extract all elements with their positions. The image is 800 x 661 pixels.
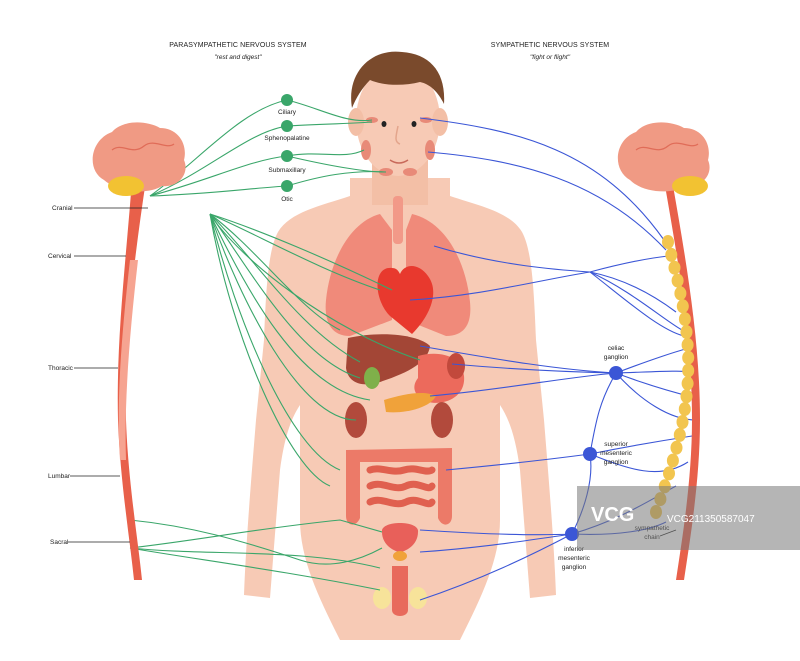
spine-label-cervical: Cervical bbox=[48, 253, 72, 260]
organs bbox=[325, 196, 471, 616]
testis-right bbox=[409, 587, 427, 609]
submaxillary-ganglion-dot bbox=[281, 150, 293, 162]
ear-right bbox=[432, 108, 448, 136]
spine-label-thoracic: Thoracic bbox=[48, 365, 74, 372]
otic-label: Otic bbox=[281, 196, 293, 203]
sympathetic-title: SYMPATHETIC NERVOUS SYSTEM bbox=[491, 42, 610, 49]
parotid-gland-right bbox=[425, 140, 435, 160]
eye-right bbox=[411, 121, 417, 127]
chain-ganglion-bead bbox=[668, 260, 681, 275]
heart bbox=[377, 266, 434, 334]
spine-label-lumbar: Lumbar bbox=[48, 473, 71, 480]
superior-mesenteric-label-line3: ganglion bbox=[604, 459, 629, 466]
chain-ganglion-bead bbox=[680, 325, 693, 339]
mouth bbox=[389, 159, 409, 164]
sphenopalatine-label: Sphenopalatine bbox=[264, 135, 310, 142]
spine-leader-lines bbox=[68, 207, 148, 543]
sympathetic-subtitle: "fight or flight" bbox=[530, 54, 571, 61]
large-intestine bbox=[346, 448, 452, 525]
inferior-mesenteric-label-line3: ganglion bbox=[562, 564, 587, 571]
left-brain bbox=[92, 122, 186, 192]
inferior-mesenteric-label-line1: inferior bbox=[564, 546, 585, 553]
right-brain-folds bbox=[635, 142, 699, 151]
left-spinal-cord-light bbox=[118, 260, 138, 460]
sympathetic-nerves bbox=[409, 117, 697, 601]
chain-ganglion-bead bbox=[681, 337, 694, 352]
chain-ganglion-bead bbox=[680, 389, 693, 404]
pancreas bbox=[384, 393, 436, 413]
eye-left bbox=[381, 121, 387, 127]
celiac-ganglion-dot bbox=[609, 366, 623, 380]
parasympathetic-title: PARASYMPATHETIC NERVOUS SYSTEM bbox=[169, 42, 307, 49]
left-cns bbox=[92, 122, 186, 580]
chain-ganglion-bead bbox=[674, 286, 687, 301]
chain-ganglion-bead bbox=[676, 299, 689, 314]
chain-ganglion-bead bbox=[676, 415, 689, 429]
chain-ganglion-bead bbox=[665, 247, 678, 262]
superior-mesenteric-ganglion-dot bbox=[583, 447, 597, 461]
chain-ganglion-bead bbox=[678, 312, 691, 327]
chain-ganglion-bead bbox=[662, 235, 674, 249]
superior-mesenteric-label-line2: mesenteric bbox=[600, 450, 633, 457]
kidney-right bbox=[431, 402, 453, 438]
spine-label-cranial: Cranial bbox=[52, 205, 73, 212]
parasympathetic-subtitle: "rest and digest" bbox=[214, 54, 262, 61]
watermark-banner: VCG VCG211350587047 bbox=[577, 486, 800, 550]
left-brain-folds bbox=[111, 142, 175, 151]
penis bbox=[392, 566, 408, 616]
trachea bbox=[393, 196, 403, 244]
hair bbox=[351, 51, 445, 108]
superior-mesenteric-label-line1: superior bbox=[604, 441, 628, 448]
parasympathetic-ganglia bbox=[281, 94, 293, 192]
left-cerebellum bbox=[108, 176, 144, 196]
chain-ganglion-bead bbox=[666, 453, 679, 468]
right-brain bbox=[617, 122, 710, 192]
inferior-mesenteric-label-line2: mesenteric bbox=[558, 555, 591, 562]
face bbox=[356, 64, 440, 176]
nose bbox=[395, 125, 401, 145]
chain-ganglion-bead bbox=[673, 427, 686, 442]
parasympathetic-nerves bbox=[129, 99, 421, 591]
sympathetic-ganglia bbox=[565, 366, 623, 541]
watermark-id: VCG211350587047 bbox=[667, 514, 755, 525]
chain-ganglion-bead bbox=[671, 273, 684, 288]
chain-ganglion-bead bbox=[678, 402, 691, 417]
spleen bbox=[447, 353, 465, 379]
left-spinal-cord bbox=[117, 180, 146, 580]
right-cerebellum bbox=[672, 176, 708, 196]
small-intestine bbox=[366, 465, 436, 508]
celiac-label-line2: ganglion bbox=[604, 354, 629, 361]
chain-ganglion-bead bbox=[682, 350, 695, 365]
celiac-label-line1: celiac bbox=[608, 345, 625, 352]
ciliary-label: Ciliary bbox=[278, 109, 297, 116]
submaxillary-label: Submaxillary bbox=[268, 167, 306, 174]
otic-ganglion-dot bbox=[281, 180, 293, 192]
chain-ganglion-bead bbox=[670, 440, 683, 455]
right-spinal-cord bbox=[664, 180, 700, 580]
bladder bbox=[381, 523, 419, 552]
sphenopalatine-ganglion-dot bbox=[281, 120, 293, 132]
chain-ganglion-bead bbox=[681, 376, 694, 391]
inferior-mesenteric-ganglion-dot bbox=[565, 527, 579, 541]
watermark-logo: VCG bbox=[591, 504, 635, 526]
chain-ganglion-bead bbox=[663, 466, 675, 481]
gallbladder bbox=[364, 367, 380, 389]
ear-left bbox=[348, 108, 364, 136]
lung-left bbox=[325, 214, 392, 336]
parotid-gland-left bbox=[361, 140, 371, 160]
chain-ganglion-bead bbox=[682, 363, 695, 378]
testis-left bbox=[373, 587, 391, 609]
spine-label-sacral: Sacral bbox=[50, 539, 69, 546]
salivary-gland-right bbox=[403, 168, 417, 176]
ciliary-ganglion-dot bbox=[281, 94, 293, 106]
prostate bbox=[393, 551, 407, 561]
